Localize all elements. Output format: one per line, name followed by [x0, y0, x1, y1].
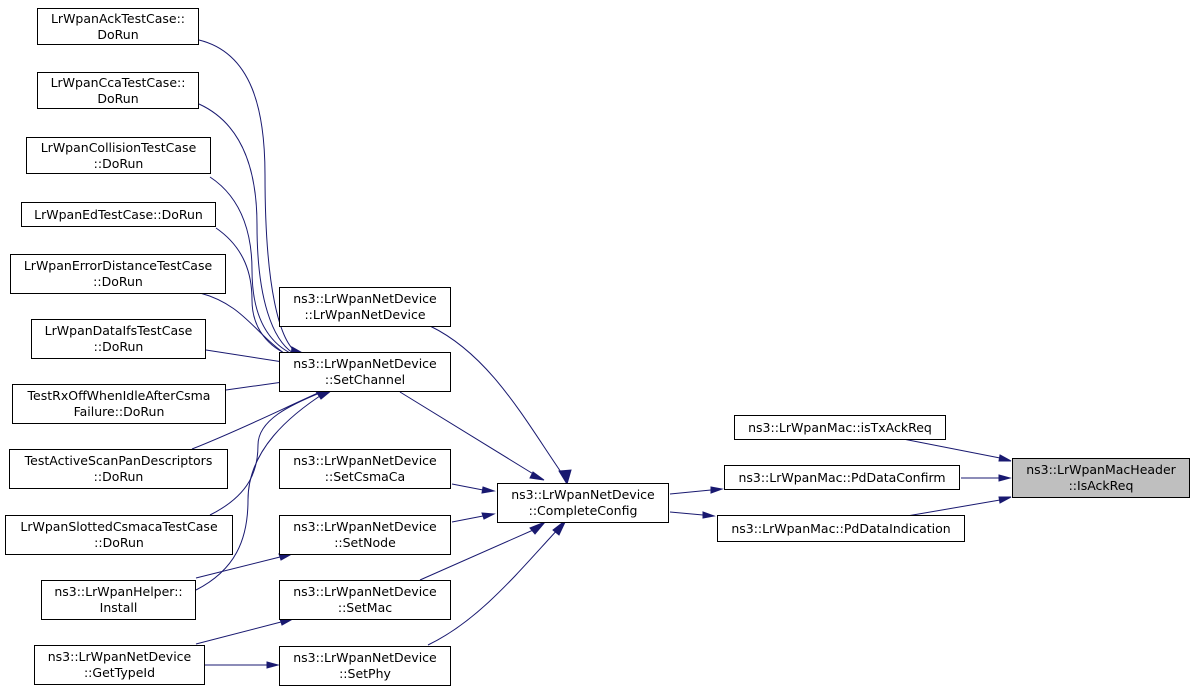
node-label-line: LrWpanSlottedCsmacaTestCase	[20, 519, 218, 534]
node-lrwpan-mac-is-tx-ack-req[interactable]: ns3::LrWpanMac::isTxAckReq	[734, 415, 946, 440]
node-lrwpan-net-device-set-node[interactable]: ns3::LrWpanNetDevice ::SetNode	[279, 515, 451, 555]
node-label-line: TestActiveScanPanDescriptors	[24, 453, 213, 468]
node-label-line: ::SetMac	[337, 600, 393, 615]
node-lrwpan-net-device-set-phy[interactable]: ns3::LrWpanNetDevice ::SetPhy	[279, 646, 451, 686]
edge-ack-setchannel	[198, 39, 297, 353]
node-lrwpan-net-device-get-type-id[interactable]: ns3::LrWpanNetDevice ::GetTypeId	[34, 645, 205, 685]
node-label-line: ::SetNode	[334, 535, 396, 550]
node-label-line: ns3::LrWpanMacHeader	[1026, 462, 1176, 477]
arrowhead-setnode	[481, 512, 496, 520]
arrowhead-setcsmaca	[481, 486, 496, 494]
node-label-line: DoRun	[97, 90, 139, 106]
node-label-line: DoRun	[97, 26, 139, 42]
arrowhead-completeconfig-bottom-left	[529, 521, 546, 535]
edge-dataifs-setchannel	[205, 349, 284, 363]
node-label-line: ::SetChannel	[324, 372, 406, 387]
node-label-line: ns3::LrWpanNetDevice	[293, 291, 437, 306]
node-lrwpan-mac-pd-data-confirm[interactable]: ns3::LrWpanMac::PdDataConfirm	[724, 465, 960, 490]
edge-setcsmaca-completeconfig	[451, 483, 484, 491]
node-lrwpan-net-device-constructor[interactable]: ns3::LrWpanNetDevice ::LrWpanNetDevice	[279, 287, 451, 327]
node-label-line: ns3::LrWpanMac::PdDataConfirm	[738, 469, 946, 485]
node-lrwpan-data-ifs-testcase-dorun[interactable]: LrWpanDataIfsTestCase ::DoRun	[31, 319, 206, 359]
edge-helper-setnode	[195, 556, 281, 579]
node-lrwpan-net-device-set-channel[interactable]: ns3::LrWpanNetDevice ::SetChannel	[279, 352, 451, 392]
edge-completeconfig-pddataindication	[669, 511, 704, 516]
node-label-line: LrWpanErrorDistanceTestCase	[23, 258, 213, 273]
node-lrwpan-mac-header-is-ack-req: ns3::LrWpanMacHeader ::IsAckReq	[1012, 458, 1190, 498]
node-label-line: ns3::LrWpanNetDevice	[293, 453, 437, 468]
node-label-line: ::DoRun	[93, 155, 144, 171]
edge-istxackreq-isackreq	[897, 437, 1001, 459]
arrowhead-gettypeid-setphy	[266, 661, 280, 669]
edge-setphy-completeconfig	[427, 526, 561, 646]
arrowhead-pddataindication-isackreq	[998, 496, 1012, 504]
node-label-line: LrWpanDataIfsTestCase	[44, 323, 193, 338]
node-label-line: LrWpanAckTestCase::	[50, 10, 186, 26]
node-label-line: ::DoRun	[93, 339, 144, 354]
edge-rxoff-setchannel	[225, 381, 284, 391]
node-label-line: ns3::LrWpanMac::PdDataIndication	[731, 520, 951, 536]
edge-ed-setchannel	[215, 227, 292, 357]
arrowhead-pddataconfirm	[710, 486, 724, 494]
edge-slotted-setchannel	[209, 391, 323, 516]
node-lrwpan-helper-install[interactable]: ns3::LrWpanHelper:: Install	[41, 580, 196, 620]
node-lrwpan-error-distance-testcase-dorun[interactable]: LrWpanErrorDistanceTestCase ::DoRun	[10, 254, 226, 294]
node-label-line: Install	[99, 600, 138, 615]
node-label-line: ns3::LrWpanNetDevice	[293, 650, 437, 665]
node-label-line: ns3::LrWpanNetDevice	[293, 356, 437, 371]
node-label-line: LrWpanCcaTestCase::	[50, 74, 186, 90]
node-label-line: TestRxOffWhenIdleAfterCsma	[27, 388, 211, 403]
edge-setmac-completeconfig	[419, 526, 541, 581]
node-lrwpan-collision-testcase-dorun[interactable]: LrWpanCollisionTestCase ::DoRun	[26, 137, 211, 174]
node-label-line: ::DoRun	[93, 274, 143, 289]
node-label-line: ::CompleteConfig	[528, 503, 638, 518]
edge-setnode-completeconfig	[451, 515, 484, 523]
node-label-line: ns3::LrWpanNetDevice	[293, 519, 437, 534]
arrowhead-completeconfig-top-right	[558, 469, 572, 486]
node-label-line: ns3::LrWpanNetDevice	[293, 584, 437, 599]
node-label-line: ::DoRun	[93, 469, 144, 484]
arrowhead-pddataindication	[702, 511, 716, 519]
node-test-rx-off-when-idle-dorun[interactable]: TestRxOffWhenIdleAfterCsma Failure::DoRu…	[12, 384, 226, 424]
node-lrwpan-net-device-complete-config[interactable]: ns3::LrWpanNetDevice ::CompleteConfig	[497, 483, 669, 523]
node-label-line: ::LrWpanNetDevice	[304, 307, 426, 322]
node-label-line: ns3::LrWpanNetDevice	[511, 487, 655, 502]
edge-completeconfig-pddataconfirm	[669, 489, 712, 495]
node-label-line: ns3::LrWpanNetDevice	[47, 649, 192, 664]
arrowhead-pddataconfirm-isackreq	[998, 474, 1012, 482]
edge-errdist-setchannel	[199, 292, 292, 359]
node-lrwpan-ack-testcase-dorun[interactable]: LrWpanAckTestCase:: DoRun	[37, 8, 199, 45]
node-label-line: ::GetTypeId	[83, 665, 156, 680]
node-label-line: ::DoRun	[94, 535, 144, 550]
node-lrwpan-net-device-set-csma-ca[interactable]: ns3::LrWpanNetDevice ::SetCsmaCa	[279, 449, 451, 489]
node-test-active-scan-pan-descriptors-dorun[interactable]: TestActiveScanPanDescriptors ::DoRun	[9, 449, 228, 489]
arrowhead-istxackreq	[998, 454, 1012, 462]
node-lrwpan-slotted-csmaca-testcase-dorun[interactable]: LrWpanSlottedCsmacaTestCase ::DoRun	[5, 515, 233, 555]
arrowhead-completeconfig-top-left	[529, 471, 545, 481]
edge-gettypeid-setmac	[195, 621, 282, 645]
edge-setchannel-completeconfig	[399, 391, 536, 476]
node-label-line: ns3::LrWpanHelper::	[54, 584, 183, 599]
node-lrwpan-cca-testcase-dorun[interactable]: LrWpanCcaTestCase:: DoRun	[37, 72, 199, 109]
edge-pddataindication-isackreq	[906, 499, 1001, 517]
node-label-line: ::SetCsmaCa	[324, 469, 406, 484]
node-label-line: LrWpanEdTestCase::DoRun	[34, 206, 203, 222]
edge-ctor-completeconfig	[429, 325, 564, 476]
node-lrwpan-mac-pd-data-indication[interactable]: ns3::LrWpanMac::PdDataIndication	[717, 515, 965, 542]
edge-helper-setchannel	[195, 391, 327, 591]
node-label-line: ns3::LrWpanMac::isTxAckReq	[748, 419, 932, 435]
node-lrwpan-ed-testcase-dorun[interactable]: LrWpanEdTestCase::DoRun	[21, 202, 216, 227]
edge-collision-setchannel	[209, 176, 293, 355]
node-lrwpan-net-device-set-mac[interactable]: ns3::LrWpanNetDevice ::SetMac	[279, 580, 451, 620]
node-label-line: ::SetPhy	[339, 666, 391, 681]
node-label-line: ::IsAckReq	[1068, 478, 1134, 493]
node-label-line: Failure::DoRun	[73, 404, 165, 419]
edge-cca-setchannel	[198, 103, 294, 354]
arrowhead-completeconfig-bottom-right	[552, 519, 567, 536]
node-label-line: LrWpanCollisionTestCase	[40, 139, 197, 155]
